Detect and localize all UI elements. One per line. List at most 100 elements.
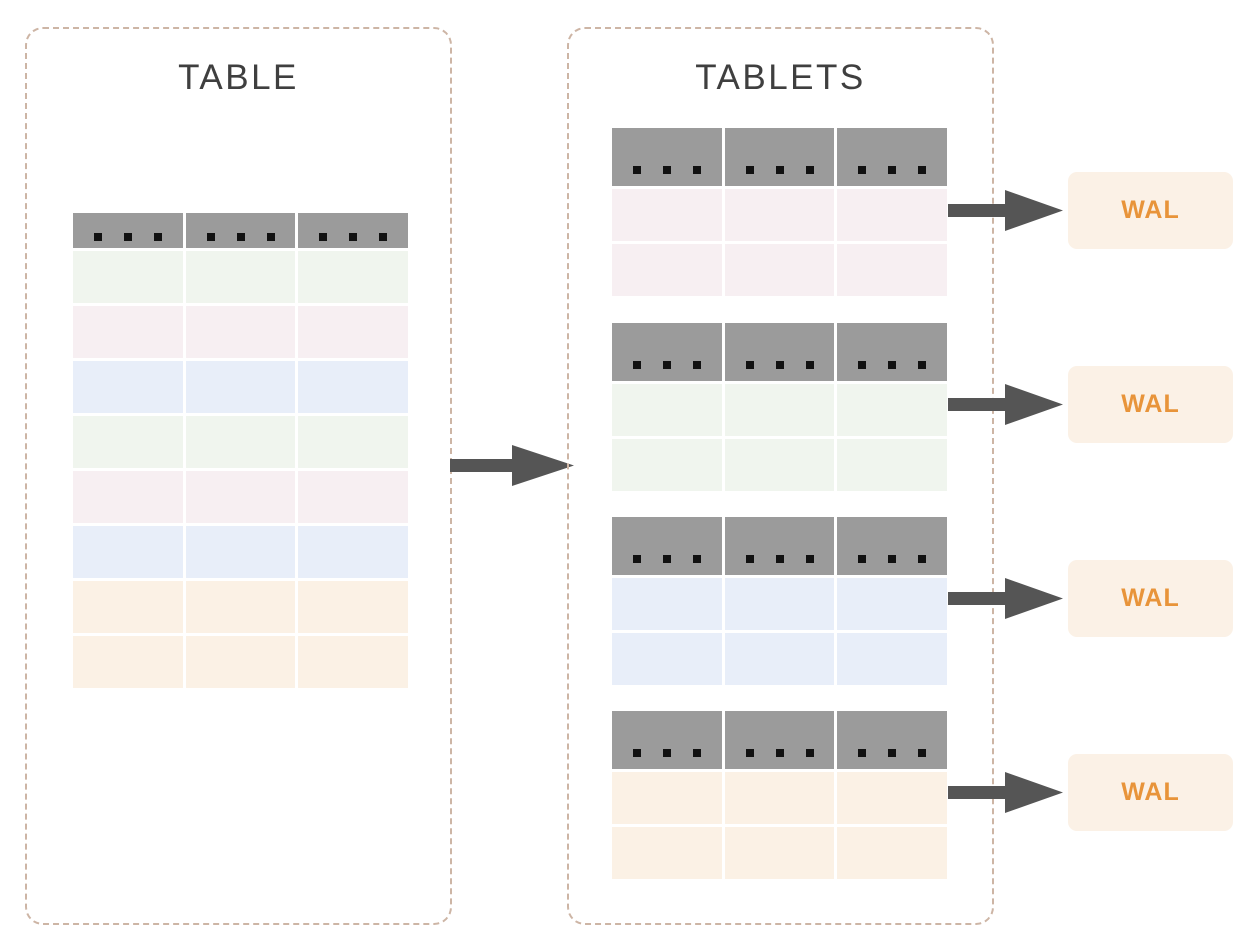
wal-4[interactable]: WAL	[1068, 754, 1233, 831]
table-header-cell-3	[298, 213, 409, 248]
tablet-2-cell	[837, 439, 948, 491]
dot-2	[888, 166, 897, 175]
dot-2	[662, 555, 671, 564]
tablet-2-header-cell-2	[724, 323, 835, 381]
arrow-table-to-tablets	[450, 443, 575, 488]
table-header-row	[73, 213, 409, 248]
table-panel	[25, 27, 452, 925]
tablet-3-cell	[724, 578, 835, 630]
table-row	[612, 384, 948, 436]
dot-2	[888, 361, 897, 370]
table-cell	[298, 526, 409, 578]
ellipsis-dots-icon	[612, 361, 722, 370]
ellipsis-dots-icon	[837, 166, 947, 175]
dot-1	[319, 233, 328, 241]
table-row	[73, 581, 409, 633]
tablet-3-cell	[724, 633, 835, 685]
tablet-1-cell	[612, 189, 722, 241]
table-cell	[298, 306, 409, 358]
tablet-1-cell	[837, 244, 948, 296]
dot-3	[805, 749, 814, 758]
table-cell	[73, 526, 183, 578]
ellipsis-dots-icon	[837, 749, 947, 758]
wal-label: WAL	[1121, 390, 1180, 418]
dot-1	[745, 166, 754, 175]
dot-1	[206, 233, 215, 241]
table-cell	[298, 416, 409, 468]
table-cell	[298, 581, 409, 633]
table-row	[73, 526, 409, 578]
wal-2[interactable]: WAL	[1068, 366, 1233, 443]
dot-2	[888, 555, 897, 564]
tablet-2-cell	[837, 384, 948, 436]
ellipsis-dots-icon	[725, 749, 835, 758]
table-cell	[185, 251, 296, 303]
dot-3	[918, 555, 927, 564]
dot-1	[858, 555, 867, 564]
table-row	[612, 439, 948, 491]
table-row	[73, 251, 409, 303]
dot-1	[858, 749, 867, 758]
dot-3	[692, 749, 701, 758]
table-row	[73, 471, 409, 523]
table-cell	[73, 471, 183, 523]
ellipsis-dots-icon	[725, 166, 835, 175]
table-row	[73, 306, 409, 358]
tablet-2-header-cell-1	[612, 323, 722, 381]
tablets-panel-title: TABLETS	[695, 58, 866, 97]
table-row	[73, 416, 409, 468]
dot-3	[805, 555, 814, 564]
table-cell	[185, 526, 296, 578]
table-panel-title: TABLE	[178, 58, 299, 97]
table-row	[612, 633, 948, 685]
ellipsis-dots-icon	[837, 555, 947, 564]
tablet-1-cell	[612, 244, 722, 296]
tablet-4-header-row	[612, 711, 948, 769]
arrow-tablet-1-to-wal	[948, 188, 1064, 233]
wal-3[interactable]: WAL	[1068, 560, 1233, 637]
dot-1	[745, 361, 754, 370]
ellipsis-dots-icon	[298, 233, 408, 241]
dot-2	[349, 233, 358, 241]
tablet-1-cell	[724, 244, 835, 296]
arrow-tablet-4-to-wal	[948, 770, 1064, 815]
dot-2	[662, 361, 671, 370]
tablet-4-cell	[837, 772, 948, 824]
tablet-4-header-cell-3	[837, 711, 948, 769]
dot-2	[123, 233, 132, 241]
dot-3	[805, 361, 814, 370]
table-cell	[185, 361, 296, 413]
dot-2	[775, 166, 784, 175]
tablet-1-header-cell-3	[837, 128, 948, 186]
ellipsis-dots-icon	[612, 555, 722, 564]
wal-label: WAL	[1121, 584, 1180, 612]
dot-2	[662, 749, 671, 758]
tablet-2-cell	[612, 439, 722, 491]
tablet-3-header-cell-1	[612, 517, 722, 575]
tablet-4-cell	[612, 827, 722, 879]
dot-1	[632, 555, 641, 564]
table-cell	[185, 306, 296, 358]
tablet-1-header-cell-2	[724, 128, 835, 186]
dot-3	[918, 166, 927, 175]
table-cell	[73, 251, 183, 303]
tablets-panel	[567, 27, 994, 925]
table-cell	[298, 471, 409, 523]
tablet-2-cell	[612, 384, 722, 436]
dot-1	[632, 166, 641, 175]
wal-label: WAL	[1121, 778, 1180, 806]
table-cell	[73, 306, 183, 358]
wal-1[interactable]: WAL	[1068, 172, 1233, 249]
dot-3	[692, 361, 701, 370]
table-cell	[298, 636, 409, 688]
tablet-2-header-cell-3	[837, 323, 948, 381]
tablet-3-header-cell-2	[724, 517, 835, 575]
table-body	[73, 248, 409, 688]
tablet-4-cell	[837, 827, 948, 879]
table-cell	[73, 636, 183, 688]
tablet-1-header-cell-1	[612, 128, 722, 186]
dot-2	[775, 749, 784, 758]
table-cell	[73, 361, 183, 413]
ellipsis-dots-icon	[837, 361, 947, 370]
